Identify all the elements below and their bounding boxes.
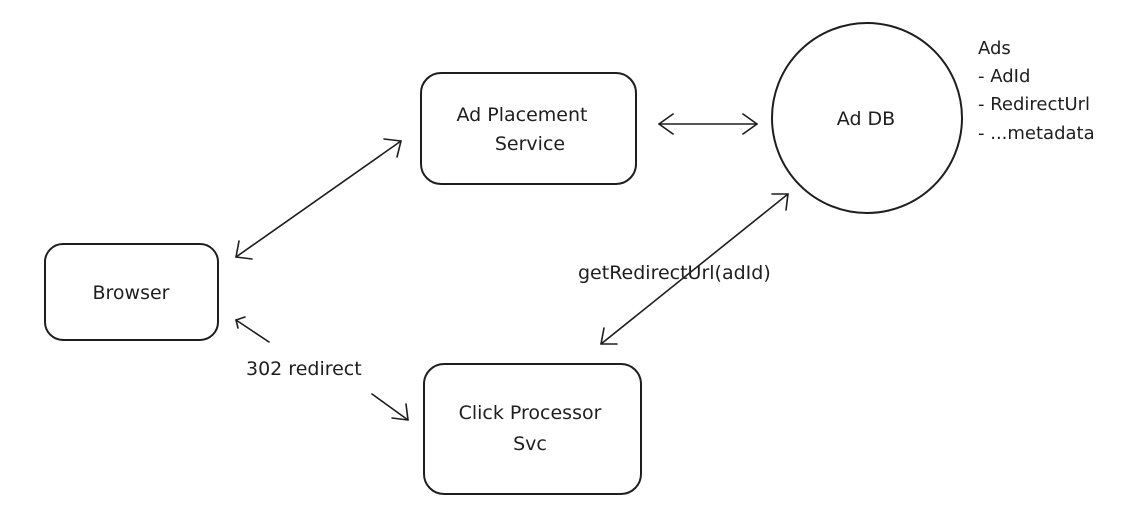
arrowhead-icon: [235, 240, 253, 260]
ad-db-node: Ad DB: [771, 22, 963, 214]
redirect-302-label: 302 redirect: [246, 358, 362, 380]
ads-note-item: - RedirectUrl: [978, 94, 1090, 115]
browser-label: Browser: [93, 282, 170, 304]
edge-ad-placement-ad-db: [658, 113, 758, 135]
browser-node: Browser: [44, 243, 219, 341]
edge-line: [235, 140, 402, 258]
edge-line: [371, 393, 409, 421]
browser-box: [44, 243, 219, 341]
get-redirect-url-label: getRedirectUrl(adId): [578, 262, 771, 284]
arrowhead-icon: [742, 113, 758, 135]
ad-placement-service-node: Ad Placement Service: [420, 72, 637, 185]
ad-placement-service-box: [420, 72, 637, 185]
click-processor-box: [423, 363, 642, 495]
ads-note-item: - ...metadata: [978, 123, 1095, 144]
click-processor-node: Click Processor Svc: [423, 363, 642, 495]
arrowhead-icon: [391, 403, 409, 421]
edge-browser-ad-placement: [235, 138, 402, 260]
arrowhead-icon: [600, 327, 618, 345]
click-processor-label-line1: Click Processor: [459, 402, 602, 424]
arrowhead-icon: [235, 316, 246, 329]
ad-db-circle: [771, 22, 963, 214]
arrowhead-icon: [771, 193, 789, 211]
edge-click-processor-ad-db: getRedirectUrl(adId): [578, 193, 789, 345]
edge-line: [235, 319, 270, 343]
edge-line: [600, 193, 789, 345]
arrowhead-icon: [658, 113, 674, 135]
ads-note-item: - AdId: [978, 66, 1030, 87]
ad-placement-service-label-line1: Ad Placement: [457, 104, 588, 126]
click-processor-label-line2: Svc: [513, 433, 547, 455]
edge-browser-click-processor: 302 redirect: [235, 316, 409, 421]
ads-note: Ads - AdId - RedirectUrl - ...metadata: [978, 38, 1095, 144]
ads-note-title: Ads: [978, 38, 1011, 59]
ad-db-label: Ad DB: [837, 108, 895, 130]
ad-placement-service-label-line2: Service: [495, 133, 565, 155]
arrowhead-icon: [383, 138, 402, 158]
